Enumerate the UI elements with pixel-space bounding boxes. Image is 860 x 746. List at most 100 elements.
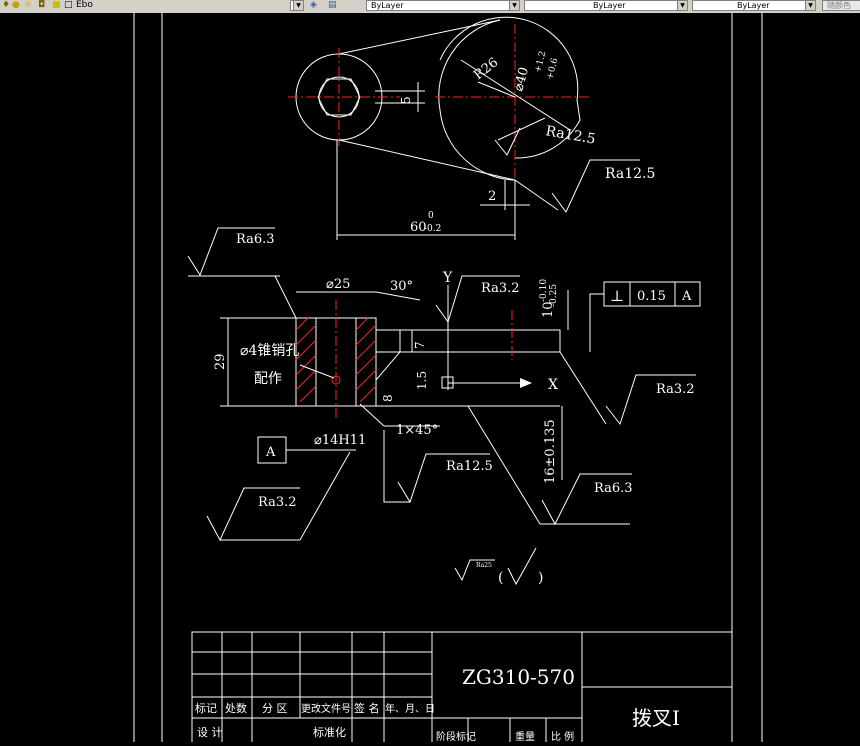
dia40-tol-lower: +0.6 [545, 57, 560, 81]
color-swatch-icon[interactable]: ■ [52, 0, 61, 10]
drawing-sheet: R26 ⌀40 +1.2 +0.6 5 Ra12.5 Ra12.5 2 60 0… [133, 13, 763, 746]
dim2-label: 2 [488, 189, 496, 204]
title-h-design: 设 计 [197, 726, 223, 739]
dim29-label: 29 [213, 353, 228, 370]
chevron-down-icon: ▼ [677, 1, 687, 10]
ra3-2-label-top: Ra3.2 [481, 281, 520, 296]
arm-extension [376, 329, 561, 353]
plotstyle-control[interactable]: 随颜色 [822, 0, 860, 11]
arm-upper-edge [338, 19, 501, 55]
dim60-lower: -0.2 [424, 224, 441, 234]
title-h-std: 标准化 [313, 725, 346, 739]
layer-color-box-icon[interactable]: □ [64, 0, 73, 10]
lineweight-control[interactable]: ByLayer ▼ [692, 0, 816, 11]
title-block: ZG310-570 拨叉I 标记 处数 分 区 更改文件号 签 名 年、月、日 … [191, 631, 733, 746]
title-h-mark: 标记 [195, 701, 217, 715]
perp-value: 0.15 [637, 289, 666, 304]
dim10-lower: -0.25 [549, 284, 559, 307]
hatch-left [295, 317, 317, 403]
arm-lower-edge [338, 139, 516, 181]
chevron-down-icon: ▼ [293, 1, 303, 10]
gtf-leader [589, 293, 604, 352]
title-h-zone: 分 区 [262, 702, 288, 715]
lock-icon[interactable]: ◘ [38, 0, 46, 10]
chamfer-label: 1×45° [396, 423, 438, 438]
linetype-control[interactable]: ByLayer ▼ [524, 0, 688, 11]
drawing-canvas[interactable]: R26 ⌀40 +1.2 +0.6 5 Ra12.5 Ra12.5 2 60 0… [0, 13, 860, 746]
dia40-label: ⌀40 [511, 66, 532, 93]
fork-outer-arc [439, 16, 581, 159]
ra12-5-leader-b [514, 179, 559, 211]
x-axis-arrow [520, 378, 532, 388]
title-h-date: 年、月、日 [385, 702, 435, 715]
general-paren-close: ) [538, 570, 543, 586]
layer-name[interactable]: Ebo [76, 0, 93, 10]
perp-datum: A [681, 289, 692, 304]
title-part-name: 拨叉I [632, 706, 680, 730]
title-h-scale: 比 例 [551, 730, 574, 742]
title-h-doc: 更改文件号 [301, 702, 351, 715]
pin-hole-label-2: 配作 [254, 371, 282, 387]
hatch-right [355, 317, 377, 403]
chevron-down-icon: ▼ [805, 1, 815, 10]
sun-icon[interactable]: ☼ [24, 0, 33, 10]
arm-body [375, 329, 401, 381]
ra12-5-leader-a [497, 117, 546, 141]
dia25-label: ⌀25 [326, 277, 350, 292]
lineweight-value: ByLayer [737, 1, 770, 10]
ra12-5-symbol-a [494, 127, 521, 156]
r26-leader [477, 81, 516, 98]
dim8-label: 8 [381, 394, 395, 402]
dia14-label: ⌀14H11 [314, 433, 366, 448]
layer-state-icon[interactable]: ♦ [2, 0, 11, 10]
ra3-2-leader-right [559, 351, 607, 425]
dia40-leader [460, 59, 571, 131]
ra6-3-symbol-right [541, 473, 632, 526]
layer-dropdown-arrow[interactable]: ▼ [290, 0, 304, 11]
plotstyle-value: 随颜色 [827, 1, 851, 10]
ra3-2-symbol-top [435, 275, 520, 324]
color-value: ByLayer [371, 1, 404, 10]
ra6-3-leader-right [467, 405, 541, 525]
general-check-symbol [507, 547, 537, 586]
ra3-2-label-right: Ra3.2 [656, 382, 695, 397]
y-axis-label: Y [442, 270, 453, 286]
ra12-5-label-mid: Ra12.5 [446, 459, 493, 474]
general-ra-symbol [454, 559, 495, 582]
title-material: ZG310-570 [462, 665, 575, 689]
layer-stack-icon[interactable]: ▤ [328, 0, 337, 10]
title-h-sign: 签 名 [354, 701, 380, 715]
top-view: R26 ⌀40 +1.2 +0.6 5 Ra12.5 Ra12.5 2 60 0… [288, 16, 655, 240]
ra12-5-leader-mid [383, 430, 410, 503]
dim10-upper: -0.10 [539, 279, 549, 302]
lightbulb-icon[interactable]: ● [12, 0, 20, 10]
angle30-line [375, 291, 421, 301]
general-paren-open: ( [498, 570, 503, 586]
title-block-frame [191, 631, 733, 746]
pin-hole-mark [331, 375, 341, 385]
title-h-weight: 重量 [515, 730, 535, 742]
dim1-5-label: 1.5 [415, 371, 429, 390]
layer-previous-icon[interactable]: ◈ [310, 0, 317, 10]
dim60-upper: 0 [428, 211, 434, 221]
ra6-3-symbol-top [187, 227, 275, 277]
ra6-3-label-top: Ra6.3 [236, 232, 275, 247]
fork-inner-arc [438, 19, 516, 181]
dim5-label: 5 [399, 96, 413, 104]
ra3-2-label-left: Ra3.2 [258, 495, 297, 510]
dim16-label: 16±0.135 [543, 419, 558, 484]
front-view: Ra6.3 ⌀4锥销孔 配作 ⌀25 30° [187, 227, 701, 586]
general-ra-label: Ra25 [476, 562, 492, 569]
x-axis-label: X [548, 377, 558, 393]
title-h-stage: 阶段标记 [436, 730, 476, 742]
linetype-value: ByLayer [593, 1, 626, 10]
pin-hole-leader [299, 364, 335, 379]
ra3-2-leader-left-b [299, 451, 351, 541]
color-control[interactable]: ByLayer ▼ [366, 0, 520, 11]
chevron-down-icon: ▼ [509, 1, 519, 10]
ra3-2-symbol-right [605, 374, 696, 426]
ra12-5-label-a: Ra12.5 [544, 123, 596, 148]
dia40-tol-upper: +1.2 [533, 50, 548, 74]
dim7-label: 7 [413, 341, 427, 349]
ra12-5-symbol-mid [397, 453, 490, 504]
